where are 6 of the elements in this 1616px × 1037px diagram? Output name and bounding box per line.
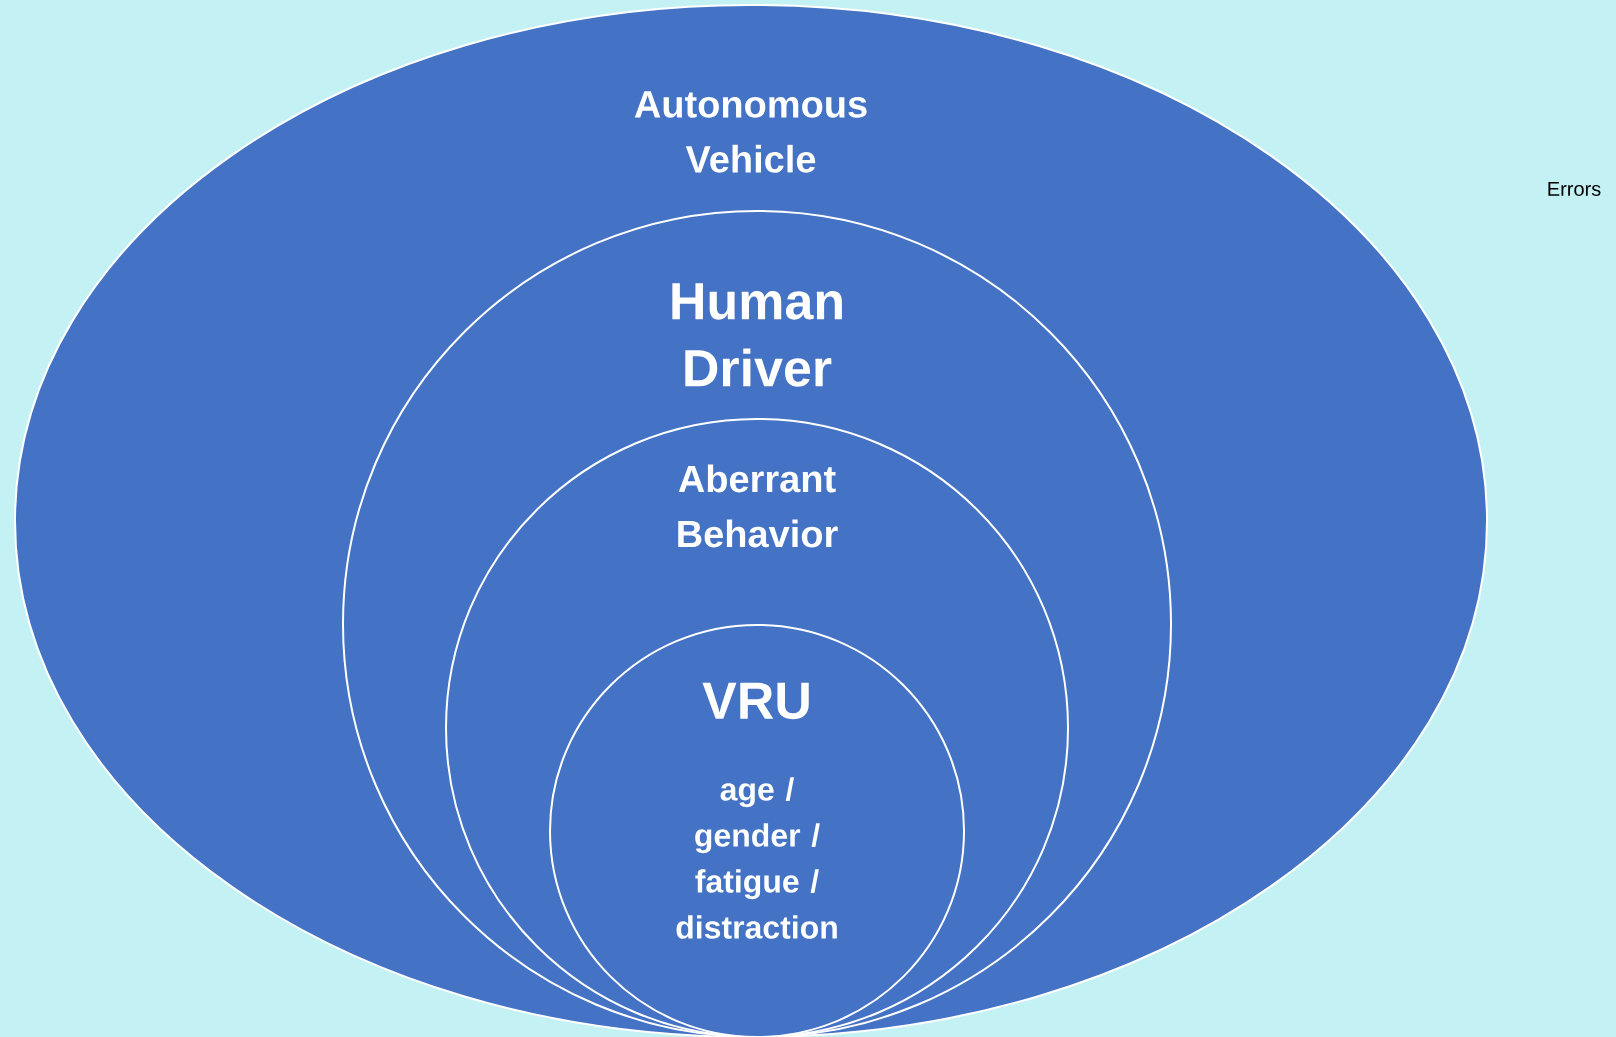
heading: Aberrant Behavior [678,464,838,548]
label: Errors [1548,182,1601,196]
heading: VRU [702,682,809,720]
heading: Human Driver [672,283,842,387]
heading: Autonomous Vehicle [634,91,867,173]
body-text: age / gender / fatigue / distraction [676,777,837,939]
